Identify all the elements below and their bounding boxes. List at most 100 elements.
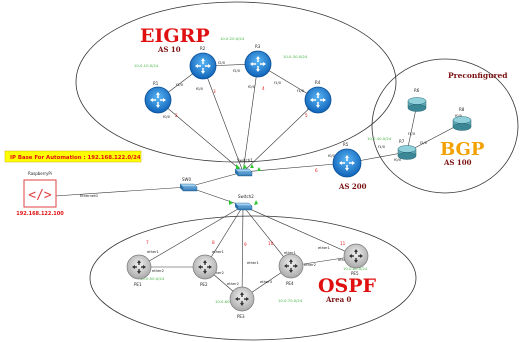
- iface-label: ether2: [152, 269, 164, 273]
- switch-sw2-name: SW0: [182, 177, 191, 182]
- iface-label: f0/0: [455, 114, 463, 118]
- iface-label: f0/0: [248, 85, 256, 89]
- subnet-label: 10.0.20.0/24: [220, 36, 245, 41]
- link-index: 3: [213, 89, 216, 94]
- arrow-marker: [236, 164, 240, 170]
- link-sw3-pe5: [242, 205, 357, 257]
- router-r5[interactable]: [332, 148, 362, 178]
- link-r7-r8: [406, 122, 463, 153]
- router-r7-name: R7: [399, 139, 405, 144]
- link-sw3-pe4: [242, 205, 292, 267]
- iface-label: ether1: [318, 246, 330, 250]
- eigrp-as-label: AS 10: [157, 45, 181, 54]
- router-r5-name: R5: [343, 142, 349, 147]
- router-r7[interactable]: [397, 145, 417, 160]
- link-arrows: [229, 164, 261, 205]
- link-index: 6: [315, 168, 318, 173]
- switch-sw2[interactable]: [179, 183, 198, 192]
- router-pe2-name: PE2: [200, 282, 208, 287]
- arrow-marker: [243, 164, 247, 169]
- link-index: 2: [175, 113, 178, 118]
- link-index-labels: 2 3 4 5 6 7 8 9 10 11: [146, 86, 346, 247]
- link-index: 7: [146, 240, 149, 245]
- bgp-area-note: Preconfigured: [448, 71, 508, 80]
- iface-label: f0/0: [196, 87, 204, 91]
- router-pe3[interactable]: [229, 286, 255, 312]
- link-r7-r6: [406, 103, 418, 153]
- router-r4-name: R4: [315, 80, 321, 85]
- iface-label: ether1: [247, 261, 259, 265]
- switch-sw1[interactable]: [234, 168, 253, 177]
- subnet-label: 10.0.60.0/24: [215, 299, 240, 304]
- ospf-title: OSPF: [318, 275, 377, 297]
- router-r3[interactable]: [244, 50, 272, 78]
- arrow-marker: [254, 200, 258, 205]
- link-host-sw2: [39, 186, 189, 198]
- iface-label: ether2: [304, 263, 316, 267]
- router-r1-name: R1: [153, 81, 159, 86]
- link-index: 10: [268, 241, 274, 246]
- router-pe4-name: PE4: [286, 281, 294, 286]
- code-icon: </>: [28, 188, 52, 203]
- link-r4-sw1: [242, 99, 319, 173]
- iface-label: ether1: [284, 251, 296, 255]
- router-pe1-name: PE1: [134, 282, 142, 287]
- iface-label: ether2: [227, 282, 239, 286]
- iface-label: f1/0: [378, 145, 386, 149]
- link-index: 5: [305, 113, 308, 118]
- ip-base-text: IP Base For Automation : 192.168.122.0/2…: [10, 155, 141, 161]
- iface-label: f1/0: [408, 132, 416, 136]
- router-r2[interactable]: [189, 52, 217, 80]
- bgp-title: BGP: [440, 139, 485, 160]
- router-r1[interactable]: [144, 86, 172, 114]
- router-r4[interactable]: [304, 86, 332, 114]
- automation-host-ip: 192.168.122.100: [16, 211, 64, 217]
- eigrp-title: EIGRP: [140, 25, 210, 47]
- iface-label: f0/0: [163, 115, 171, 119]
- router-r3-name: R3: [255, 44, 261, 49]
- subnet-labels: 10.0.10.0/24 10.0.20.0/24 10.0.30.0/24 1…: [134, 36, 392, 304]
- iface-label: f0/0: [394, 158, 402, 162]
- link-sw2-sw1: [187, 171, 244, 188]
- link-r3-sw1: [242, 63, 259, 173]
- subnet-label: 10.0.30.0/24: [283, 54, 308, 59]
- iface-label: Ethernet0: [80, 194, 98, 198]
- switch-sw3-name: Switch2: [238, 194, 254, 199]
- iface-label: ether2: [338, 258, 350, 262]
- switch-sw3[interactable]: [234, 202, 253, 211]
- router-pe4[interactable]: [278, 253, 304, 279]
- iface-label: f1/0: [274, 81, 282, 85]
- router-r8-name: R8: [459, 107, 465, 112]
- subnet-label: 10.0.80.0/24: [343, 266, 368, 271]
- iface-label: ether1: [147, 250, 159, 254]
- router-pe3-name: PE3: [237, 314, 245, 319]
- interface-labels: f1/0 f0/0 f2/0 f2/0 f0/0 f1/0 f1/0 f0/0 …: [80, 61, 463, 286]
- router-r8[interactable]: [452, 116, 472, 131]
- subnet-label: 10.0.40.0/24: [367, 136, 392, 141]
- router-pe5[interactable]: [343, 243, 369, 269]
- router-r6[interactable]: [407, 97, 427, 112]
- switch-sw1-name: Switch1: [237, 158, 253, 163]
- iface-label: f1/0: [176, 83, 184, 87]
- iface-label: ether1: [212, 250, 224, 254]
- link-r1-sw1: [157, 99, 244, 173]
- iface-label: f2/0: [420, 141, 428, 145]
- ospf-area-ellipse: [89, 215, 417, 341]
- ospf-area-label: Area 0: [325, 295, 352, 304]
- iface-label: ether2: [212, 271, 224, 275]
- link-index: 9: [244, 242, 247, 247]
- subnet-label: 10.0.10.0/24: [134, 63, 159, 68]
- link-index: 8: [212, 240, 215, 245]
- link-index: 11: [340, 241, 346, 246]
- automation-host[interactable]: </>: [23, 179, 57, 208]
- bgp-area-ellipse: [371, 58, 519, 194]
- router-pe2[interactable]: [192, 254, 218, 280]
- eigrp-area-ellipse: [75, 1, 397, 163]
- router-pe1[interactable]: [126, 254, 152, 280]
- router-pe5-name: PE5: [351, 271, 359, 276]
- iface-label: f2/0: [218, 61, 226, 65]
- link-sw3-pe3: [241, 205, 244, 300]
- bgp-as-label: AS 100: [443, 158, 472, 167]
- iface-label: f0/0: [328, 154, 336, 158]
